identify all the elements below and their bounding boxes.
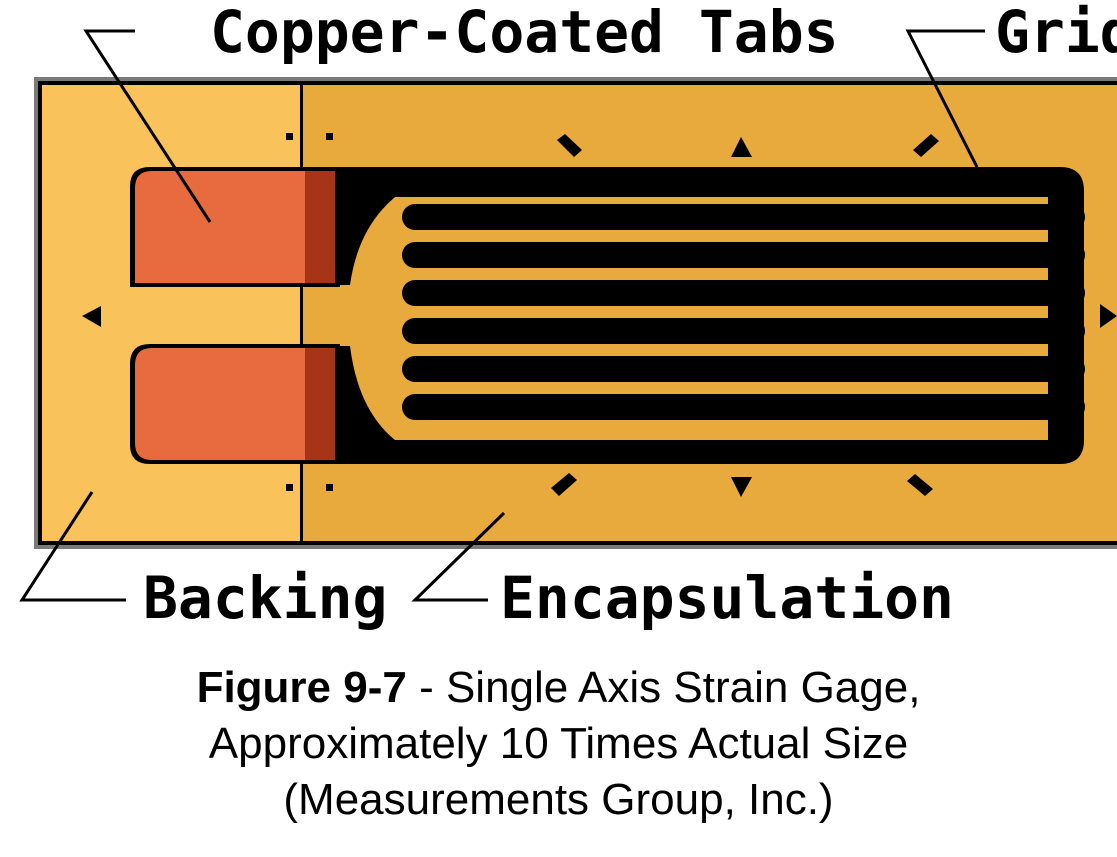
alignment-dot — [326, 133, 333, 140]
alignment-dot — [286, 484, 293, 491]
alignment-arrow-right — [1100, 304, 1117, 328]
tab-shadow — [305, 171, 335, 283]
label-copper-coated-tabs: Copper-Coated Tabs — [210, 0, 839, 66]
grid-loop — [402, 356, 1085, 382]
alignment-dash — [557, 134, 582, 157]
caption-separator: - — [406, 663, 446, 712]
caption-line-3: (Measurements Group, Inc.) — [283, 775, 834, 824]
alignment-dot — [286, 133, 293, 140]
grid-gap — [445, 233, 1048, 240]
grid-gap — [445, 271, 1048, 278]
grid-gap — [445, 309, 1048, 316]
label-encapsulation: Encapsulation — [500, 564, 954, 632]
grid-loop — [402, 394, 1085, 420]
alignment-dash — [907, 474, 933, 496]
alignment-dot — [326, 484, 333, 491]
backing-region — [42, 85, 301, 541]
grid-loops — [402, 204, 1085, 420]
leader-tabs — [83, 29, 212, 223]
leader-grid — [905, 29, 985, 168]
caption-line-2: Approximately 10 Times Actual Size — [208, 719, 909, 768]
leader-backing — [19, 491, 126, 602]
alignment-arrow-left — [82, 306, 101, 327]
grid-gap — [445, 347, 1048, 354]
grid-gap — [445, 197, 1048, 204]
caption-line-1: Figure 9-7 - Single Axis Strain Gage, — [0, 660, 1117, 716]
alignment-marks — [82, 133, 1117, 497]
alignment-dash — [913, 134, 939, 157]
callout-lines — [19, 29, 985, 602]
grid-lead-gap — [303, 285, 345, 346]
caption-title: Single Axis Strain Gage, — [445, 663, 921, 712]
copper-tab-lower — [130, 344, 340, 464]
figure-caption: Figure 9-7 - Single Axis Strain Gage, Ap… — [0, 660, 1117, 828]
grid-loop — [402, 280, 1085, 306]
tab-shadow — [305, 348, 335, 460]
grid-loop — [402, 318, 1085, 344]
alignment-arrow-top — [731, 137, 752, 157]
label-grid: Grid — [995, 0, 1117, 66]
tab-fill — [135, 171, 305, 283]
alignment-dash — [551, 473, 577, 496]
grid-gap — [445, 423, 1048, 430]
grid-gap — [445, 385, 1048, 392]
tab-fill — [135, 348, 305, 460]
leader-encapsulation — [411, 511, 506, 602]
grid-loop — [402, 242, 1085, 268]
grid-loop — [402, 204, 1085, 230]
label-backing: Backing — [143, 564, 387, 632]
alignment-arrow-bottom — [731, 477, 752, 497]
grid-gaps — [445, 197, 1048, 430]
copper-tab-upper — [130, 167, 340, 287]
figure-number: Figure 9-7 — [196, 663, 407, 712]
